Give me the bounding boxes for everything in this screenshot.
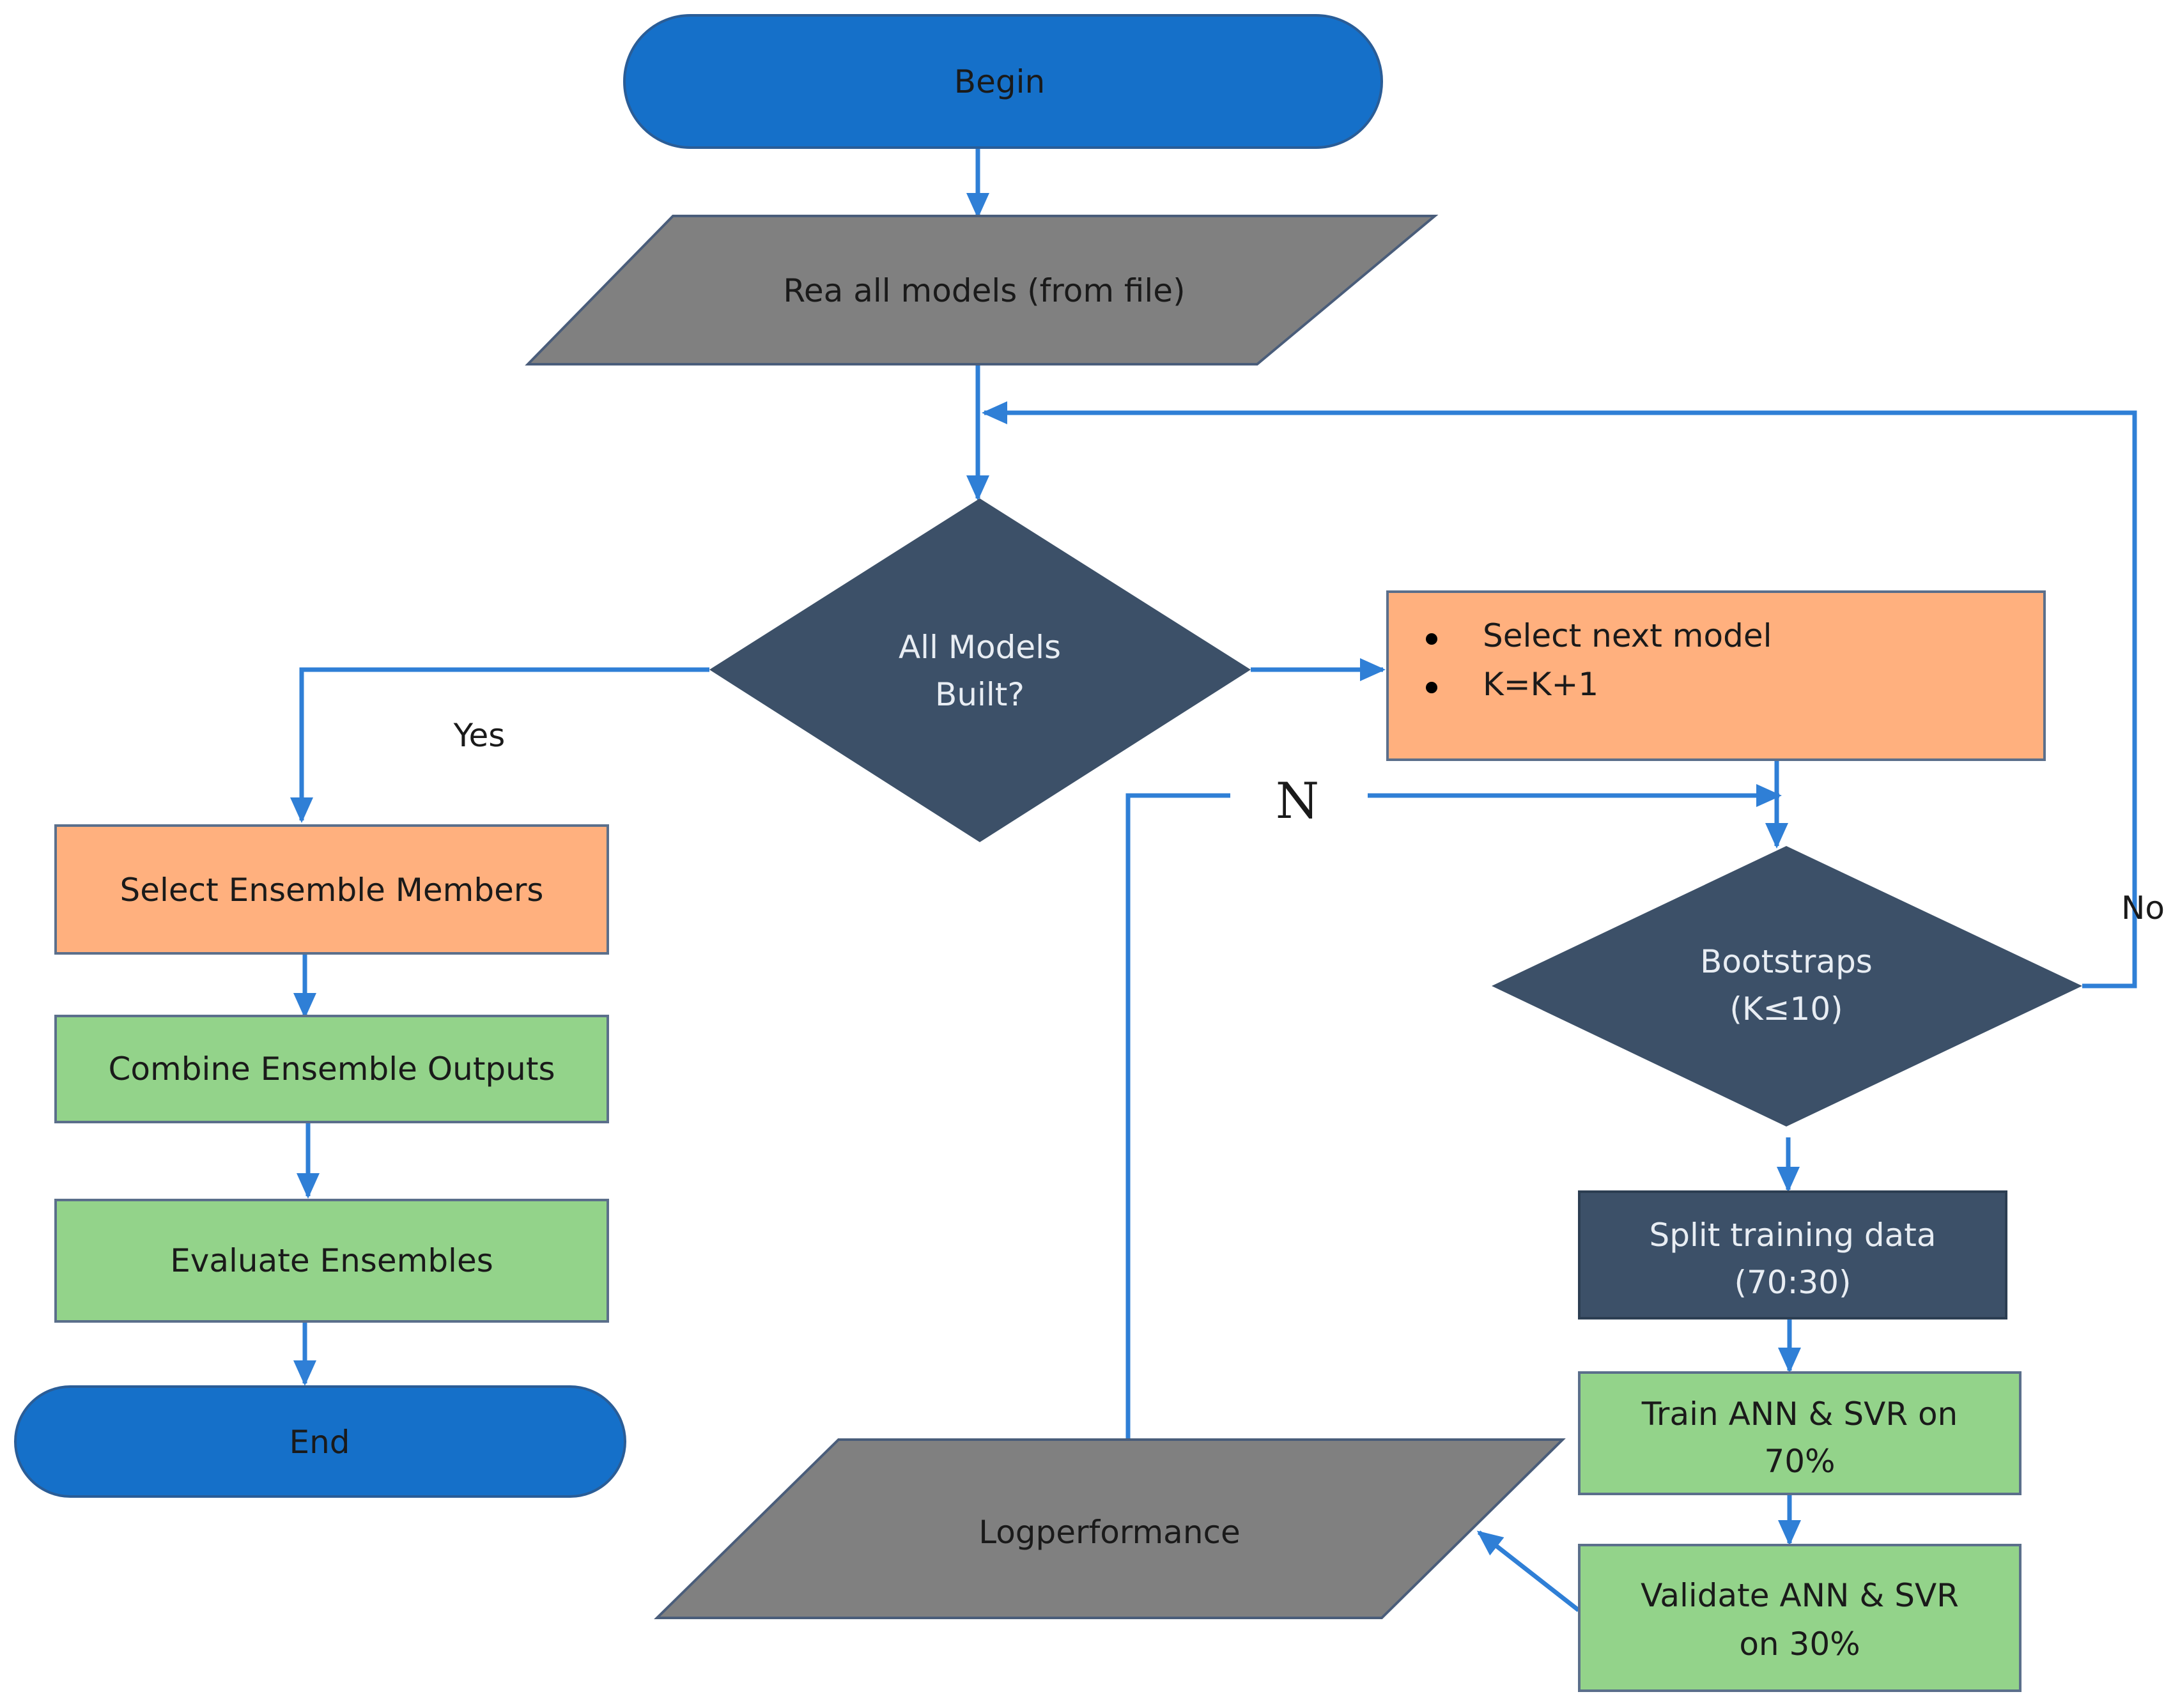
n-label: N [1276,773,1319,830]
read-models-shape [525,215,1439,365]
select-ensemble-label: Select Ensemble Members [120,872,544,909]
train-line2: 70% [1764,1443,1835,1480]
begin-shape [623,14,1383,149]
edges [290,148,2137,1612]
end-label: End [289,1424,350,1461]
bootstraps-line1: Bootstraps [1700,943,1873,980]
end-terminal: End [14,1385,626,1498]
train-process: Train ANN & SVR on 70% [1578,1371,2022,1495]
select-next-shape [1386,590,2046,761]
yes-label: Yes [453,717,506,754]
read-models-io: Rea all models (from file) [525,215,1439,365]
log-performance-label: Logperformance [978,1514,1241,1551]
select-next-bullet-2 [1426,682,1437,693]
edge-decision-yes [290,667,709,823]
all-models-built-line2: Built? [935,676,1024,713]
select-next-bullet-1 [1426,633,1437,645]
edge-validate-log [1476,1530,1581,1612]
train-line1: Train ANN & SVR on [1641,1396,1958,1433]
split-process: Split training data (70:30) [1578,1190,2007,1319]
combine-outputs-shape [54,1015,609,1123]
train-shape [1578,1371,2022,1495]
all-models-built-decision: All Models Built? [709,498,1251,842]
validate-process: Validate ANN & SVR on 30% [1578,1544,2022,1692]
begin-label: Begin [954,63,1045,100]
read-models-label: Rea all models (from file) [783,272,1185,309]
split-shape [1578,1190,2007,1319]
validate-line1: Validate ANN & SVR [1641,1577,1959,1614]
evaluate-label: Evaluate Ensembles [170,1242,493,1279]
bootstraps-shape [1492,846,2082,1127]
select-ensemble-process: Select Ensemble Members [54,824,609,955]
no-label: No [2121,889,2165,927]
all-models-built-shape [709,498,1251,842]
end-shape [14,1385,626,1498]
split-line2: (70:30) [1734,1264,1851,1301]
select-next-line1: Select next model [1483,617,1772,654]
all-models-built-line1: All Models [899,629,1061,666]
evaluate-shape [54,1199,609,1323]
combine-outputs-process: Combine Ensemble Outputs [54,1015,609,1123]
select-next-process: Select next model K=K+1 [1386,590,2046,761]
validate-line2: on 30% [1739,1626,1860,1663]
select-next-line2: K=K+1 [1483,666,1598,703]
log-performance-io: Logperformance [654,1438,1566,1619]
split-line1: Split training data [1650,1217,1936,1254]
validate-shape [1578,1544,2022,1692]
begin-terminal: Begin [623,14,1383,149]
log-performance-shape [654,1438,1566,1619]
edge-log-n-left [1125,793,1230,1440]
bootstraps-decision: Bootstraps (K≤10) [1492,846,2082,1127]
evaluate-process: Evaluate Ensembles [54,1199,609,1323]
combine-outputs-label: Combine Ensemble Outputs [109,1050,555,1088]
edge-bootstraps-no [982,401,2137,989]
select-ensemble-shape [54,824,609,955]
bootstraps-line2: (K≤10) [1729,990,1843,1027]
